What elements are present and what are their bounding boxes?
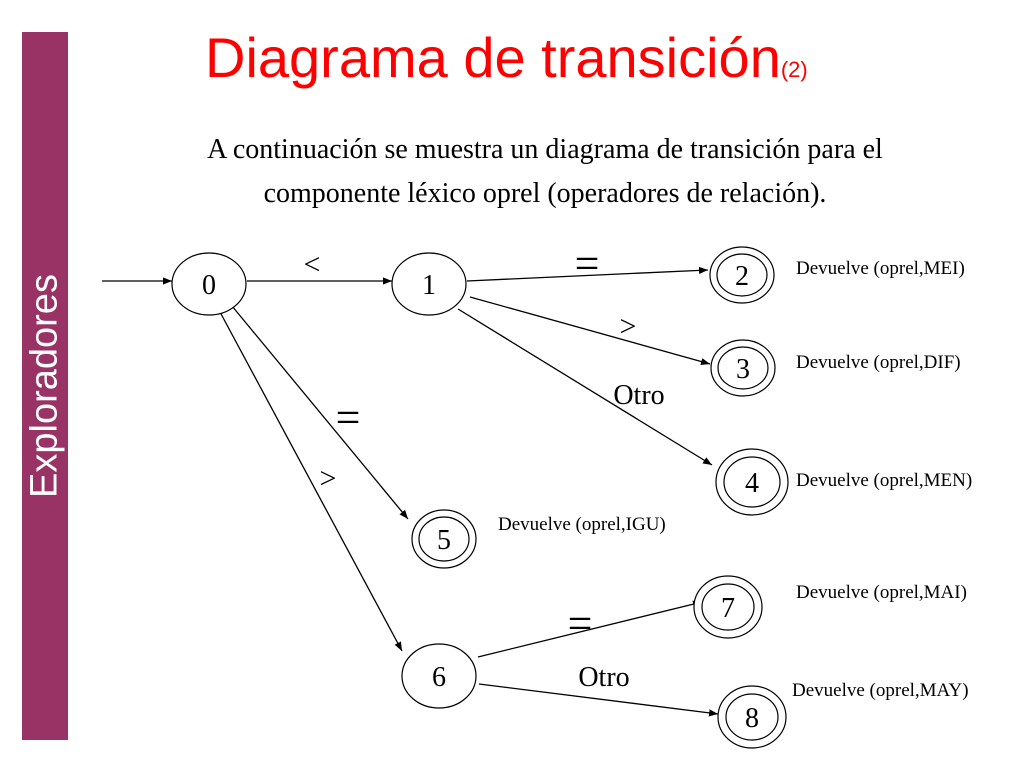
sidebar-bar <box>22 32 68 740</box>
state-label: 0 <box>202 270 216 301</box>
edge-6-to-7 <box>477 600 703 658</box>
state-label: 5 <box>437 525 451 556</box>
state-label: 4 <box>745 468 759 499</box>
state-inner-circle <box>723 456 781 508</box>
edge-6-to-8 <box>478 683 719 717</box>
state-7: 7 <box>693 575 763 639</box>
edge-label-0-6: > <box>320 462 337 495</box>
edge-label-0-5: = <box>336 393 361 442</box>
output-label-state-3: Devuelve (oprel,DIF) <box>796 352 961 373</box>
state-inner-circle <box>716 253 768 297</box>
state-label: 6 <box>432 662 446 693</box>
title-subscript: (2) <box>780 57 808 82</box>
edge-0-to-5 <box>231 305 409 520</box>
edge-label-6-7: = <box>568 599 593 648</box>
output-label-state-8: Devuelve (oprel,MAY) <box>792 680 969 701</box>
state-2: 2 <box>709 246 775 304</box>
state-inner-circle <box>717 346 769 390</box>
output-label-state-2: Devuelve (oprel,MEI) <box>796 258 965 279</box>
state-circle <box>401 643 477 709</box>
intro-line-1: A continuación se muestra un diagrama de… <box>207 134 883 165</box>
edge-label-6-8: Otro <box>578 662 629 693</box>
edge-0-to-6 <box>219 311 403 652</box>
state-inner-circle <box>725 693 779 741</box>
state-6: 6 <box>401 643 477 709</box>
state-label: 8 <box>745 703 759 734</box>
state-8: 8 <box>717 685 787 749</box>
state-1: 1 <box>391 252 467 316</box>
state-circle <box>391 252 467 316</box>
edge-label-1-4: Otro <box>613 380 664 411</box>
state-5: 5 <box>411 509 477 569</box>
title-main: Diagrama de transición <box>205 26 781 89</box>
edge-1-to-3 <box>469 296 711 366</box>
state-3: 3 <box>710 339 776 397</box>
edge-label-1-3: > <box>620 310 637 343</box>
state-label: 1 <box>422 270 436 301</box>
state-4: 4 <box>715 448 789 516</box>
edge-1-to-2 <box>466 266 709 282</box>
state-circle <box>171 252 247 316</box>
intro-line-2: componente léxico oprel (operadores de r… <box>263 178 827 209</box>
edge-label-0-1: < <box>304 248 321 281</box>
state-label: 3 <box>736 354 750 385</box>
output-label-state-7: Devuelve (oprel,MAI) <box>796 582 967 603</box>
state-0: 0 <box>171 252 247 316</box>
output-label-state-5: Devuelve (oprel,IGU) <box>498 514 666 535</box>
slide-title: Diagrama de transición(2) <box>205 26 808 102</box>
state-label: 7 <box>721 593 735 624</box>
intro-text: A continuación se muestra un diagrama de… <box>100 128 990 216</box>
edge-1-to-4 <box>457 308 713 466</box>
edge-label-1-2: = <box>575 239 600 288</box>
output-label-state-4: Devuelve (oprel,MEN) <box>796 470 972 491</box>
state-inner-circle <box>418 516 470 562</box>
state-label: 2 <box>735 261 749 292</box>
state-inner-circle <box>701 583 755 631</box>
